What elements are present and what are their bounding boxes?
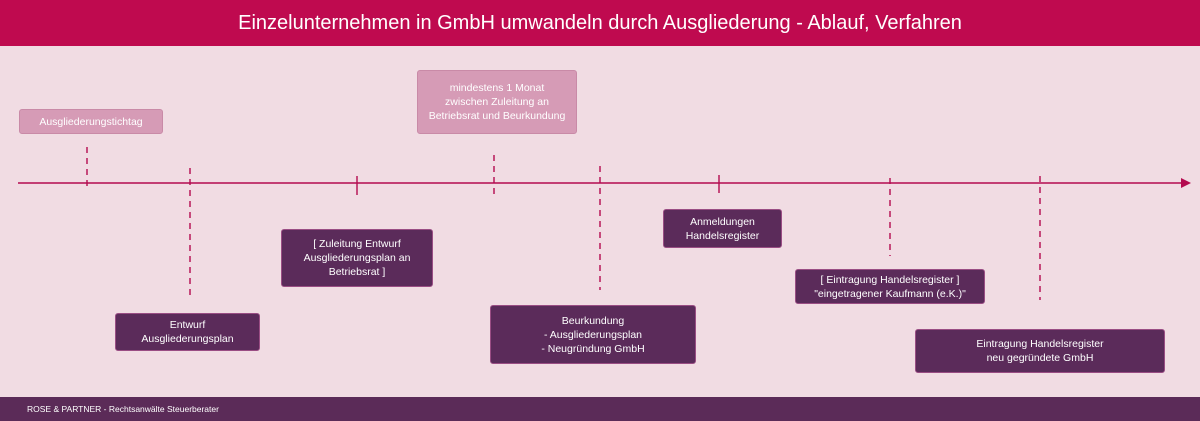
label-frist: mindestens 1 Monat zwischen Zuleitung an… — [417, 70, 577, 134]
label-beurkundung-text: Beurkundung - Ausgliederungsplan - Neugr… — [541, 314, 645, 355]
footer-text: ROSE & PARTNER - Rechtsanwälte Steuerber… — [27, 404, 219, 414]
page-title: Einzelunternehmen in GmbH umwandeln durc… — [0, 0, 1200, 46]
label-anmeldungen: Anmeldungen Handelsregister — [663, 209, 782, 248]
label-beurkundung: Beurkundung - Ausgliederungsplan - Neugr… — [490, 305, 696, 364]
footer: ROSE & PARTNER - Rechtsanwälte Steuerber… — [0, 397, 1200, 421]
label-entwurf: Entwurf Ausgliederungsplan — [115, 313, 260, 351]
label-eintragung-gmbh-text: Eintragung Handelsregister neu gegründet… — [976, 338, 1104, 364]
timeline-arrowhead — [1181, 178, 1191, 188]
label-stichtag: Ausgliederungstichtag — [19, 109, 163, 134]
label-zuleitung-text: [ Zuleitung Entwurf Ausgliederungsplan a… — [303, 238, 411, 278]
label-eintragung-ek-text: [ Eintragung Handelsregister ] "eingetra… — [814, 273, 966, 300]
label-zuleitung: [ Zuleitung Entwurf Ausgliederungsplan a… — [281, 229, 433, 287]
label-eintragung-gmbh: Eintragung Handelsregister neu gegründet… — [915, 329, 1165, 373]
label-frist-text: mindestens 1 Monat zwischen Zuleitung an… — [428, 82, 566, 122]
label-eintragung-ek: [ Eintragung Handelsregister ] "eingetra… — [795, 269, 985, 304]
label-anmeldungen-text: Anmeldungen Handelsregister — [685, 215, 760, 242]
page-title-text: Einzelunternehmen in GmbH umwandeln durc… — [238, 11, 962, 34]
label-stichtag-text: Ausgliederungstichtag — [39, 115, 143, 128]
label-entwurf-text: Entwurf Ausgliederungsplan — [141, 319, 234, 345]
